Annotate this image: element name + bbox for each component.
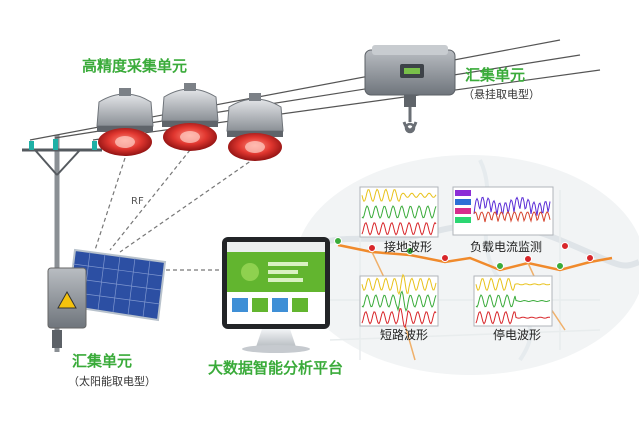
ground-wave-panel <box>359 186 439 238</box>
sensor-1-icon <box>96 88 154 156</box>
collector-sensors <box>96 83 284 161</box>
sensor-3-icon <box>226 93 284 161</box>
map-pin-icon <box>561 242 569 250</box>
map-pin-icon <box>556 262 564 270</box>
load-current-panel <box>452 186 554 236</box>
outage-wave-label: 停电波形 <box>493 328 542 342</box>
map-pin-icon <box>406 247 414 255</box>
aggregator-hanging-subtitle: （悬挂取电型） <box>463 88 540 101</box>
platform-title: 大数据智能分析平台 <box>208 359 344 377</box>
desktop-monitor <box>222 237 330 353</box>
map-pin-icon <box>441 254 449 262</box>
high-voltage-warning-icon <box>57 290 77 309</box>
rf-label: RF <box>131 196 144 207</box>
collector-unit-title: 高精度采集单元 <box>82 57 188 75</box>
solar-aggregator-unit <box>47 248 167 348</box>
aggregator-hanging-title: 汇集单元 <box>465 66 526 84</box>
map-pin-icon <box>368 244 376 252</box>
aggregator-solar-title: 汇集单元 <box>72 352 133 370</box>
load-current-label: 负载电流监测 <box>470 240 543 254</box>
map-pin-icon <box>524 255 532 263</box>
map-pin-icon <box>334 237 342 245</box>
ground-wave-label: 接地波形 <box>384 240 433 254</box>
aggregator-solar-subtitle: （太阳能取电型） <box>68 375 156 388</box>
map-pin-icon <box>496 262 504 270</box>
map-pin-icon <box>586 254 594 262</box>
short-circuit-wave-panel <box>359 273 439 329</box>
hanging-aggregator-unit <box>364 45 456 134</box>
sensor-2-icon <box>161 83 219 151</box>
outage-wave-panel <box>473 275 553 327</box>
waveform-panels <box>359 186 553 329</box>
short-circuit-wave-label: 短路波形 <box>380 328 429 342</box>
